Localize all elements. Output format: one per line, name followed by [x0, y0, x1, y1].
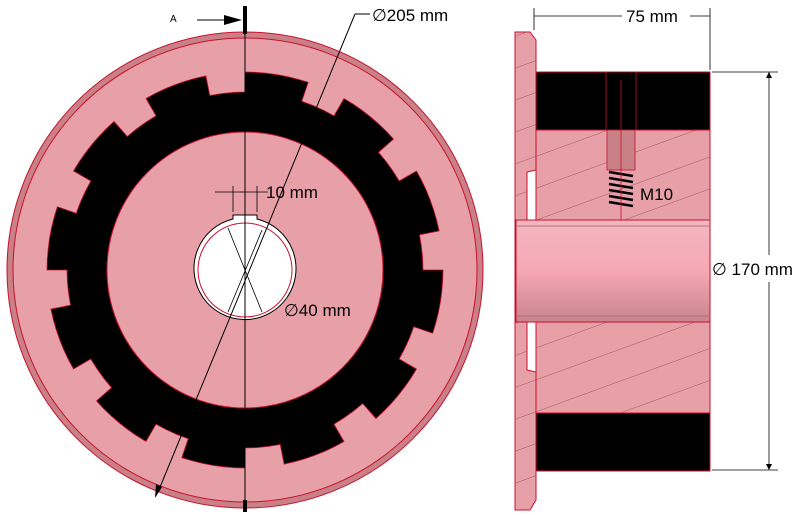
- bore-insert: [515, 219, 711, 323]
- width-label: 75 mm: [626, 7, 678, 26]
- outer-diameter-leader: [157, 13, 356, 493]
- outer-diameter-label: ∅205 mm: [372, 6, 448, 25]
- section-marker-label: A: [170, 14, 177, 25]
- section-arrow-head: [224, 15, 242, 25]
- hub-arrow-top: [766, 72, 772, 78]
- hub-diameter-label: ∅ 170 mm: [712, 260, 793, 279]
- side-section-view: M10 75 mm ∅ 170 mm: [514, 7, 793, 511]
- thread-label: M10: [640, 185, 673, 204]
- bore-leader-b: [227, 229, 263, 313]
- key-width-label: 10 mm: [266, 183, 318, 202]
- front-view: A ∅205 mm 10 mm ∅40 mm: [6, 6, 484, 512]
- outer-diameter-arrow: [155, 484, 162, 498]
- bottom-segment-band: [535, 412, 711, 472]
- bore-diameter-label: ∅40 mm: [284, 301, 351, 320]
- hub-arrow-bottom: [766, 464, 772, 470]
